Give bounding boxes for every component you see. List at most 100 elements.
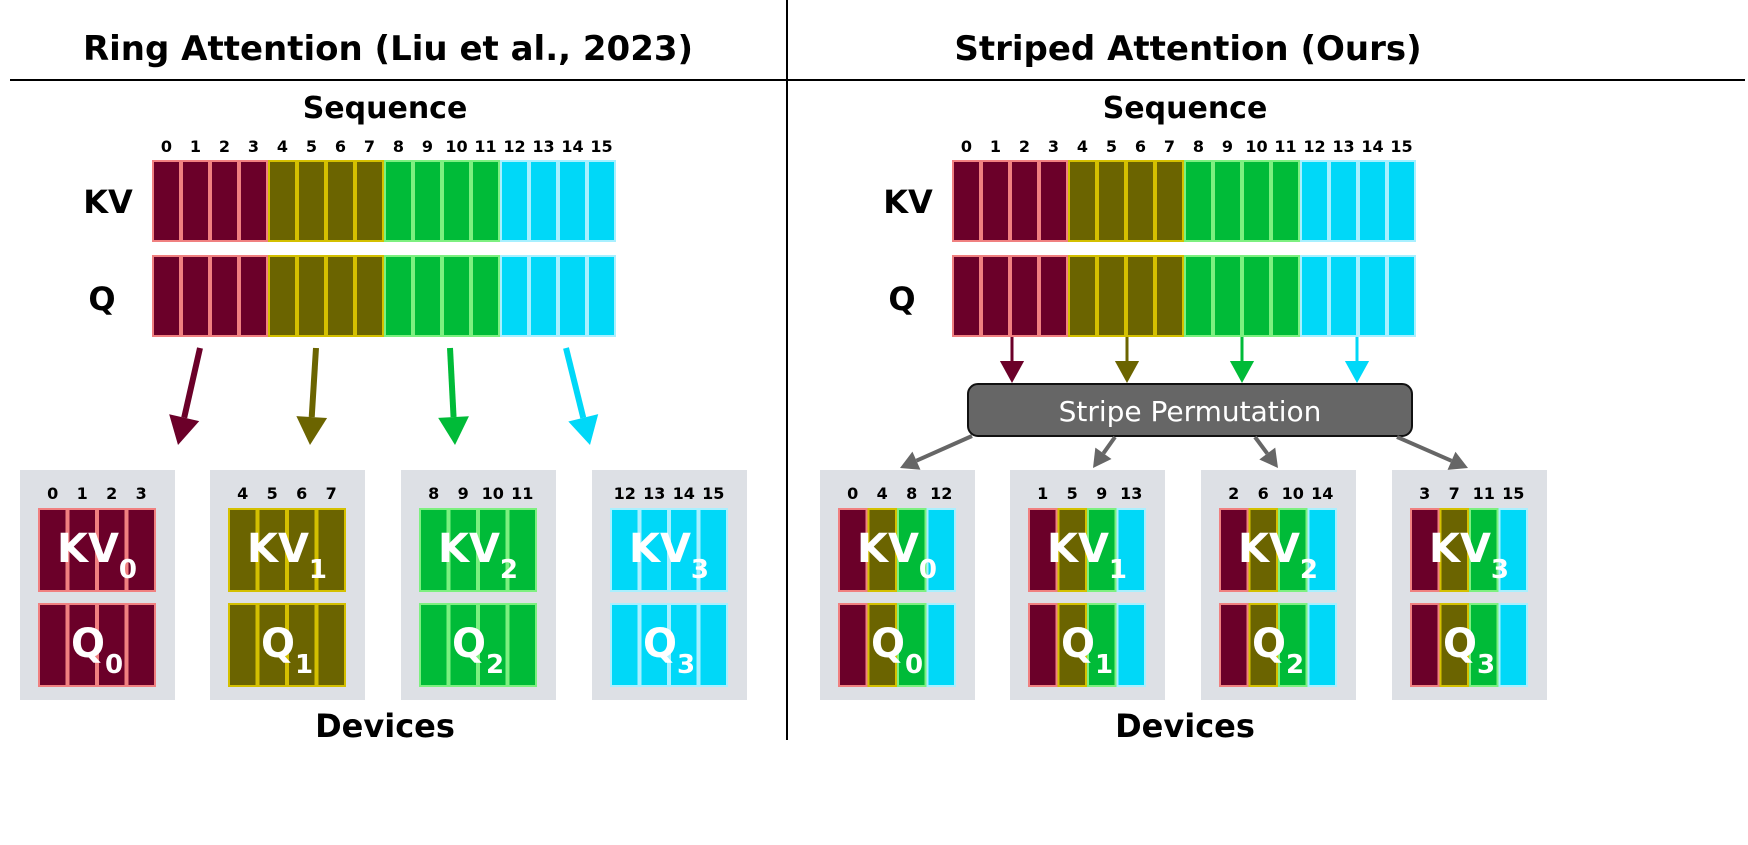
token-cell bbox=[1271, 160, 1300, 242]
token-cell bbox=[1248, 508, 1278, 592]
q-block: Q0 bbox=[838, 603, 956, 687]
kv-block-label: KV3 bbox=[1429, 526, 1509, 585]
token-cell bbox=[981, 160, 1010, 242]
sequence-index: 5 bbox=[1106, 137, 1117, 156]
token-cell bbox=[1087, 508, 1117, 592]
token-cell bbox=[1213, 255, 1242, 337]
device-subscript: 3 bbox=[1491, 555, 1509, 585]
sequence-index: 12 bbox=[503, 137, 525, 156]
sequence-index: 11 bbox=[474, 137, 496, 156]
token-cell bbox=[67, 603, 97, 687]
token-cell bbox=[529, 255, 558, 337]
token-cell bbox=[413, 255, 442, 337]
sequence-label: Sequence bbox=[1103, 91, 1268, 126]
sequence-index: 9 bbox=[422, 137, 433, 156]
device-index: 0 bbox=[47, 484, 58, 503]
sequence-index: 14 bbox=[1361, 137, 1383, 156]
device-index: 8 bbox=[428, 484, 439, 503]
token-cell bbox=[1439, 603, 1469, 687]
q-name: Q bbox=[452, 621, 486, 667]
token-cell bbox=[1155, 160, 1184, 242]
arrow-shaft bbox=[447, 347, 457, 418]
token-cell bbox=[442, 255, 471, 337]
q-block: Q3 bbox=[1410, 603, 1528, 687]
q-sequence-bar bbox=[152, 255, 616, 337]
token-cell bbox=[268, 160, 297, 242]
q-block-label: Q3 bbox=[1443, 621, 1495, 680]
permutation-arrow bbox=[1396, 435, 1468, 470]
sequence-label: Sequence bbox=[303, 91, 468, 126]
device-subscript: 2 bbox=[1300, 555, 1318, 585]
token-cell bbox=[529, 160, 558, 242]
sequence-index: 1 bbox=[190, 137, 201, 156]
token-cell bbox=[1057, 508, 1087, 592]
token-cell bbox=[1329, 160, 1358, 242]
devices-label: Devices bbox=[1115, 707, 1255, 745]
token-cell bbox=[181, 160, 210, 242]
q-block-label: Q0 bbox=[871, 621, 923, 680]
device-index: 0 bbox=[847, 484, 858, 503]
token-cell bbox=[287, 603, 317, 687]
token-cell bbox=[1358, 160, 1387, 242]
q-block-label: Q1 bbox=[1061, 621, 1113, 680]
device-subscript: 2 bbox=[1286, 650, 1304, 680]
kv-row-label: KV bbox=[83, 183, 133, 221]
token-cell bbox=[478, 603, 508, 687]
token-cell bbox=[326, 255, 355, 337]
token-cell bbox=[952, 160, 981, 242]
token-cell bbox=[316, 603, 346, 687]
token-cell bbox=[587, 160, 616, 242]
kv-block-label: KV3 bbox=[629, 526, 709, 585]
kv-row-label: KV bbox=[883, 183, 933, 221]
q-block-label: Q3 bbox=[643, 621, 695, 680]
ring-attention-panel: Ring Attention (Liu et al., 2023) Sequenc… bbox=[20, 29, 747, 745]
token-cell bbox=[1271, 255, 1300, 337]
group-arrow bbox=[1114, 337, 1140, 383]
token-cell bbox=[1469, 508, 1499, 592]
kv-name: KV bbox=[1238, 526, 1300, 572]
token-cell bbox=[126, 508, 156, 592]
arrow-shaft bbox=[181, 347, 203, 419]
token-cell bbox=[1184, 160, 1213, 242]
device-index: 12 bbox=[614, 484, 636, 503]
token-cell bbox=[1057, 603, 1087, 687]
q-name: Q bbox=[1443, 621, 1477, 667]
token-cell bbox=[1039, 255, 1068, 337]
device-subscript: 3 bbox=[677, 650, 695, 680]
device-subscript: 3 bbox=[1477, 650, 1495, 680]
token-cell bbox=[610, 508, 640, 592]
token-cell bbox=[1126, 160, 1155, 242]
group-arrow bbox=[999, 337, 1025, 383]
token-cell bbox=[1116, 603, 1146, 687]
token-cell bbox=[1010, 160, 1039, 242]
kv-block-label: KV1 bbox=[247, 526, 327, 585]
token-cell bbox=[1213, 160, 1242, 242]
device-index: 7 bbox=[1449, 484, 1460, 503]
token-cell bbox=[1010, 255, 1039, 337]
token-cell bbox=[384, 255, 413, 337]
device-subscript: 1 bbox=[1095, 650, 1113, 680]
token-cell bbox=[38, 508, 68, 592]
token-cell bbox=[1126, 255, 1155, 337]
token-cell bbox=[1097, 255, 1126, 337]
q-block: Q1 bbox=[228, 603, 346, 687]
q-block: Q2 bbox=[1219, 603, 1337, 687]
sequence-index: 8 bbox=[1193, 137, 1204, 156]
token-cell bbox=[838, 508, 868, 592]
permutation-arrow bbox=[1093, 435, 1117, 468]
token-cell bbox=[228, 603, 258, 687]
group-arrow bbox=[1344, 337, 1370, 383]
panel-title: Ring Attention (Liu et al., 2023) bbox=[83, 29, 693, 69]
device-index: 11 bbox=[1473, 484, 1495, 503]
token-cell bbox=[210, 160, 239, 242]
device-subscript: 0 bbox=[105, 650, 123, 680]
kv-block: KV1 bbox=[228, 508, 346, 592]
token-cell bbox=[610, 603, 640, 687]
token-cell bbox=[287, 508, 317, 592]
stripe-permutation-box bbox=[967, 383, 1413, 437]
token-cell bbox=[239, 255, 268, 337]
